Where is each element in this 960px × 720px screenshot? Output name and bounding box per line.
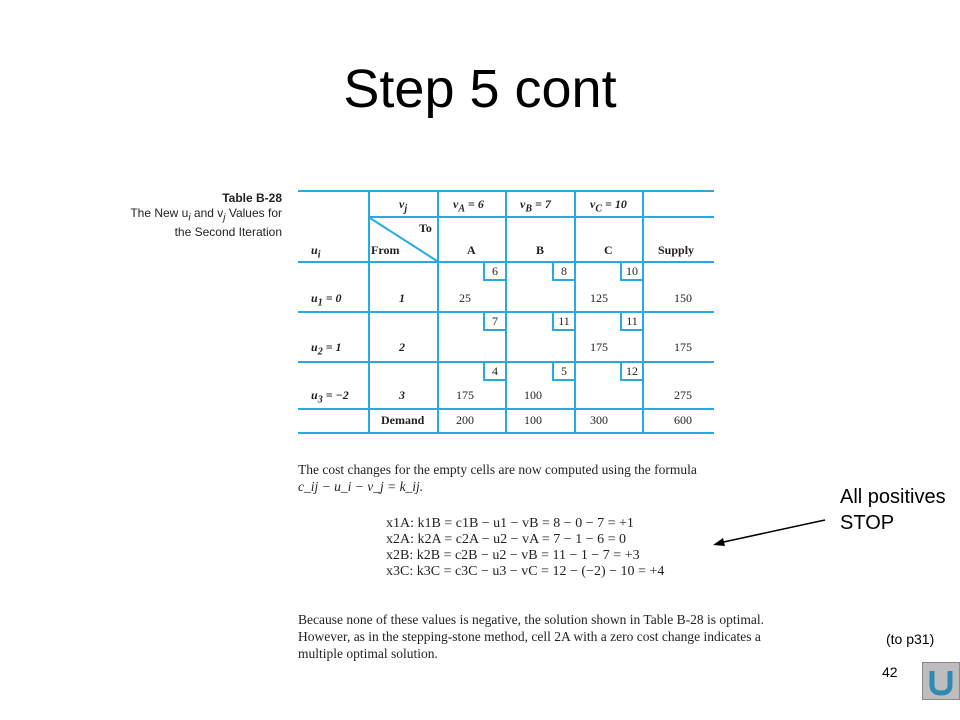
header-vb: vB = 7: [520, 197, 551, 215]
header-vc: vC = 10: [590, 197, 627, 215]
header-col-a: A: [467, 243, 476, 257]
transport-table: vj vA = 6 vB = 7 vC = 10 To From ui A B …: [298, 190, 714, 434]
alloc-value: 175: [456, 388, 474, 402]
row-u3: u3 = −2: [311, 388, 349, 406]
u-turn-icon: [929, 671, 953, 696]
cost-box: 11: [552, 313, 574, 331]
equation-line: x2A: k2A = c2A − u2 − vA = 7 − 1 − 6 = 0: [386, 532, 626, 547]
cost-box: 12: [620, 363, 642, 381]
cost-box: 5: [552, 363, 574, 381]
slide-title: Step 5 cont: [343, 59, 617, 119]
paragraph-formula: The cost changes for the empty cells are…: [298, 462, 697, 494]
demand-value: 100: [524, 413, 542, 427]
header-from: From: [371, 243, 400, 257]
formula: c_ij − u_i − v_j = k_ij.: [298, 479, 424, 494]
supply-value: 175: [674, 340, 692, 354]
cost-box: 10: [620, 263, 642, 281]
header-vj: vj: [399, 197, 408, 215]
header-col-c: C: [604, 243, 613, 257]
row-from-1: 1: [399, 291, 405, 305]
cost-box: 8: [552, 263, 574, 281]
alloc-value: 100: [524, 388, 542, 402]
supply-value: 150: [674, 291, 692, 305]
demand-value: 600: [674, 413, 692, 427]
row-u1: u1 = 0: [311, 291, 342, 309]
header-to: To: [419, 221, 432, 235]
equation-line: x3C: k3C = c3C − u3 − vC = 12 − (−2) − 1…: [386, 564, 665, 579]
row-from-3: 3: [399, 388, 405, 402]
cost-box: 11: [620, 313, 642, 331]
header-ui: ui: [311, 243, 321, 261]
caption-line2: the Second Iteration: [174, 225, 282, 240]
demand-value: 300: [590, 413, 608, 427]
page-number: 42: [882, 664, 898, 680]
demand-label: Demand: [381, 413, 425, 427]
diagonal-divider: [370, 218, 438, 262]
demand-value: 200: [456, 413, 474, 427]
alloc-value: 25: [459, 291, 471, 305]
equation-line: x2B: k2B = c2B − u2 − vB = 11 − 1 − 7 = …: [386, 548, 640, 563]
supply-value: 275: [674, 388, 692, 402]
row-u2: u2 = 1: [311, 340, 342, 358]
cost-box: 4: [483, 363, 505, 381]
equation-line: x1A: k1B = c1B − u1 − vB = 8 − 0 − 7 = +…: [386, 516, 634, 531]
table-label: Table B-28: [222, 191, 282, 205]
note-all-positives: All positives STOP: [840, 486, 946, 534]
alloc-value: 125: [590, 291, 608, 305]
cost-box: 6: [483, 263, 505, 281]
row-from-2: 2: [399, 340, 405, 354]
cost-box: 7: [483, 313, 505, 331]
table-caption: Table B-28 The New ui and vj Values for …: [118, 191, 282, 240]
paragraph-conclusion: Because none of these values is negative…: [298, 612, 764, 661]
alloc-value: 175: [590, 340, 608, 354]
arrow-annotation: [713, 519, 826, 546]
back-link[interactable]: (to p31): [886, 631, 935, 647]
caption-line1: The New ui and vj Values for: [130, 206, 282, 224]
header-col-b: B: [536, 243, 545, 257]
return-button[interactable]: [922, 662, 960, 700]
header-va: vA = 6: [453, 197, 484, 215]
header-supply: Supply: [658, 243, 695, 257]
